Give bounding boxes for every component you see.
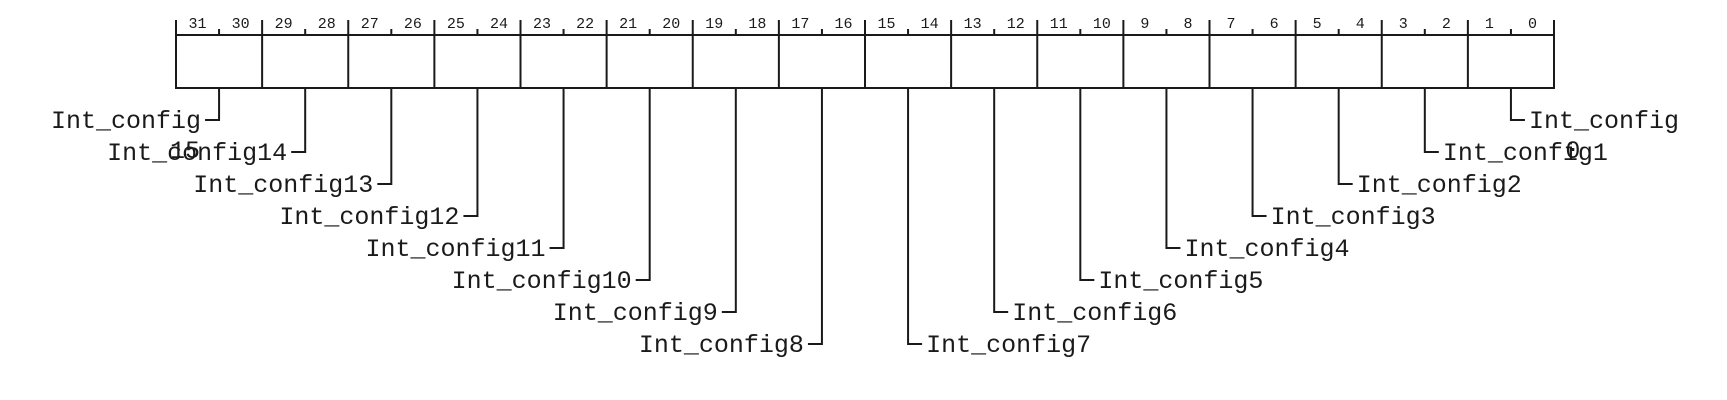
- leader-line: [993, 88, 1009, 313]
- bit-number-label: 29: [275, 16, 293, 33]
- bit-number-label: 9: [1140, 16, 1149, 33]
- leader-line: [377, 88, 393, 185]
- field-name-label: Int_config1: [1443, 139, 1608, 168]
- leader-line: [549, 88, 565, 249]
- leader-line: [1423, 88, 1439, 153]
- bit-number-label: 0: [1528, 16, 1537, 33]
- bit-number-label: 22: [576, 16, 594, 33]
- field-index-label: 15: [170, 137, 200, 166]
- leader-line: [1165, 88, 1181, 249]
- bit-number-label: 11: [1050, 16, 1068, 33]
- field-name-label: Int_config11: [366, 235, 546, 264]
- bit-number-label: 27: [361, 16, 379, 33]
- bit-number-label: 1: [1485, 16, 1494, 33]
- bit-number-label: 13: [964, 16, 982, 33]
- field-name-label: Int_config7: [926, 331, 1091, 360]
- leader-line: [807, 88, 823, 345]
- leader-line: [1251, 88, 1267, 217]
- bit-number-label: 20: [662, 16, 680, 33]
- bit-number-label: 24: [490, 16, 508, 33]
- field-name-label: Int_config14: [107, 139, 287, 168]
- field-name-label: Int_config12: [279, 203, 459, 232]
- leader-line: [1337, 88, 1353, 185]
- leader-line: [1509, 88, 1525, 121]
- leader-line: [1079, 88, 1095, 281]
- field-name-label: Int_config5: [1098, 267, 1263, 296]
- bit-number-label: 21: [619, 16, 637, 33]
- bit-number-label: 18: [748, 16, 766, 33]
- bit-number-label: 28: [318, 16, 336, 33]
- bit-number-label: 2: [1442, 16, 1451, 33]
- bit-number-label: 14: [921, 16, 939, 33]
- bit-number-label: 10: [1093, 16, 1111, 33]
- leader-line: [635, 88, 651, 281]
- bit-number-label: 17: [791, 16, 809, 33]
- leader-line: [463, 88, 479, 217]
- field-name-label: Int_config3: [1271, 203, 1436, 232]
- field-name-label: Int_config13: [193, 171, 373, 200]
- field-name-label: Int_config4: [1184, 235, 1349, 264]
- bit-number-label: 5: [1313, 16, 1322, 33]
- bit-number-label: 3: [1399, 16, 1408, 33]
- field-name-label: Int_config8: [639, 331, 804, 360]
- field-name-label: Int_config: [51, 107, 201, 136]
- register-box: [175, 20, 1555, 89]
- leader-line: [721, 88, 737, 313]
- field-index-label: 0: [1565, 137, 1580, 166]
- bit-number-label: 4: [1356, 16, 1365, 33]
- bit-number-label: 8: [1183, 16, 1192, 33]
- bit-number-label: 31: [189, 16, 207, 33]
- bit-number-label: 23: [533, 16, 551, 33]
- bit-number-label: 16: [834, 16, 852, 33]
- bit-number-label: 19: [705, 16, 723, 33]
- bit-number-label: 6: [1270, 16, 1279, 33]
- field-name-label: Int_config: [1529, 107, 1679, 136]
- leader-line: [291, 88, 307, 153]
- field-name-label: Int_config2: [1357, 171, 1522, 200]
- field-name-label: Int_config6: [1012, 299, 1177, 328]
- leader-line: [907, 88, 923, 345]
- bit-number-label: 7: [1227, 16, 1236, 33]
- bit-number-label: 12: [1007, 16, 1025, 33]
- leader-line: [205, 88, 221, 121]
- bit-number-label: 15: [878, 16, 896, 33]
- bit-number-label: 25: [447, 16, 465, 33]
- field-name-label: Int_config10: [452, 267, 632, 296]
- field-name-label: Int_config9: [553, 299, 718, 328]
- bit-number-label: 30: [232, 16, 250, 33]
- bit-number-label: 26: [404, 16, 422, 33]
- field-labels: Int_config15Int_config14Int_config13Int_…: [51, 107, 1679, 360]
- field-leader-lines: [205, 88, 1525, 345]
